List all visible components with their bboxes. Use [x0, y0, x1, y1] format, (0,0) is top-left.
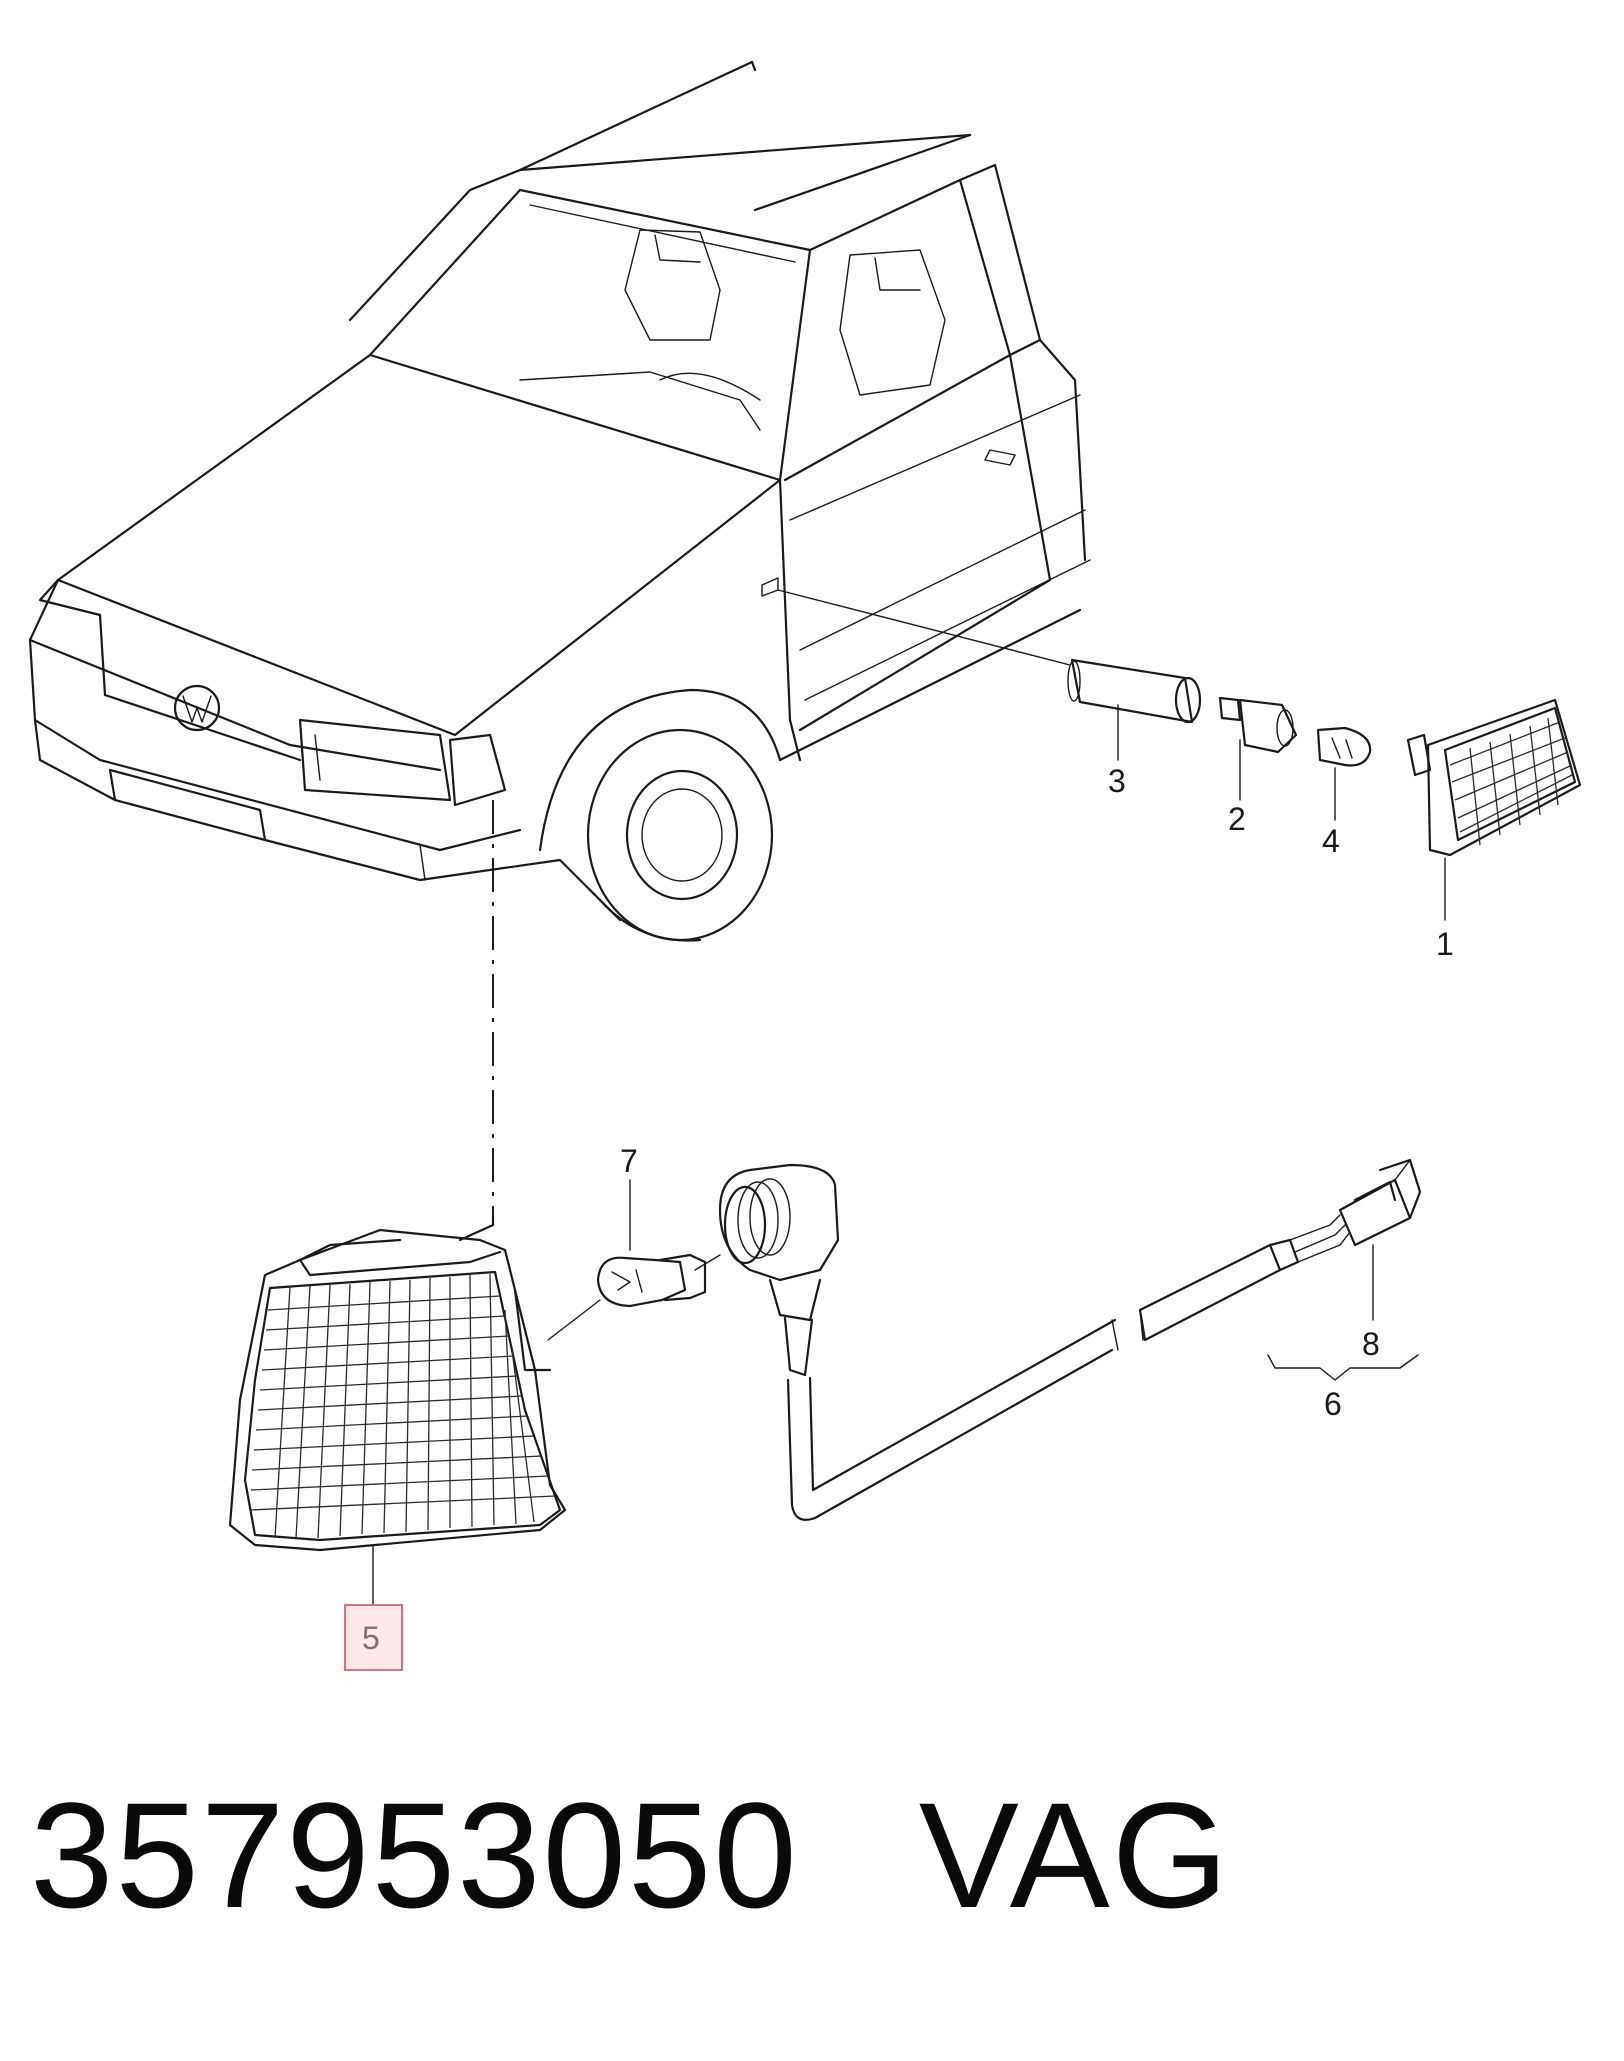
- socket-wiring-harness: 8 6: [718, 1158, 1422, 1521]
- callouts-upper: 3 2 4 1: [1108, 704, 1454, 962]
- callout-2: 2: [1228, 801, 1246, 837]
- callout-7: 7: [620, 1143, 638, 1179]
- car-illustration: [28, 60, 1091, 942]
- front-indicator-lens: [228, 1228, 567, 1606]
- indicator-bulb: 7: [547, 1143, 721, 1341]
- callout-6: 6: [1324, 1386, 1342, 1422]
- callout-3: 3: [1108, 763, 1126, 799]
- callout-8: 8: [1362, 1326, 1380, 1362]
- side-marker-assembly: [777, 589, 1582, 857]
- callout-5-highlight: 5: [344, 1604, 403, 1671]
- brand-name: VAG: [918, 1771, 1231, 1939]
- callout-1: 1: [1436, 926, 1454, 962]
- callout-5: 5: [362, 1620, 380, 1656]
- part-number: 357953050: [30, 1771, 799, 1939]
- callout-4: 4: [1322, 823, 1340, 859]
